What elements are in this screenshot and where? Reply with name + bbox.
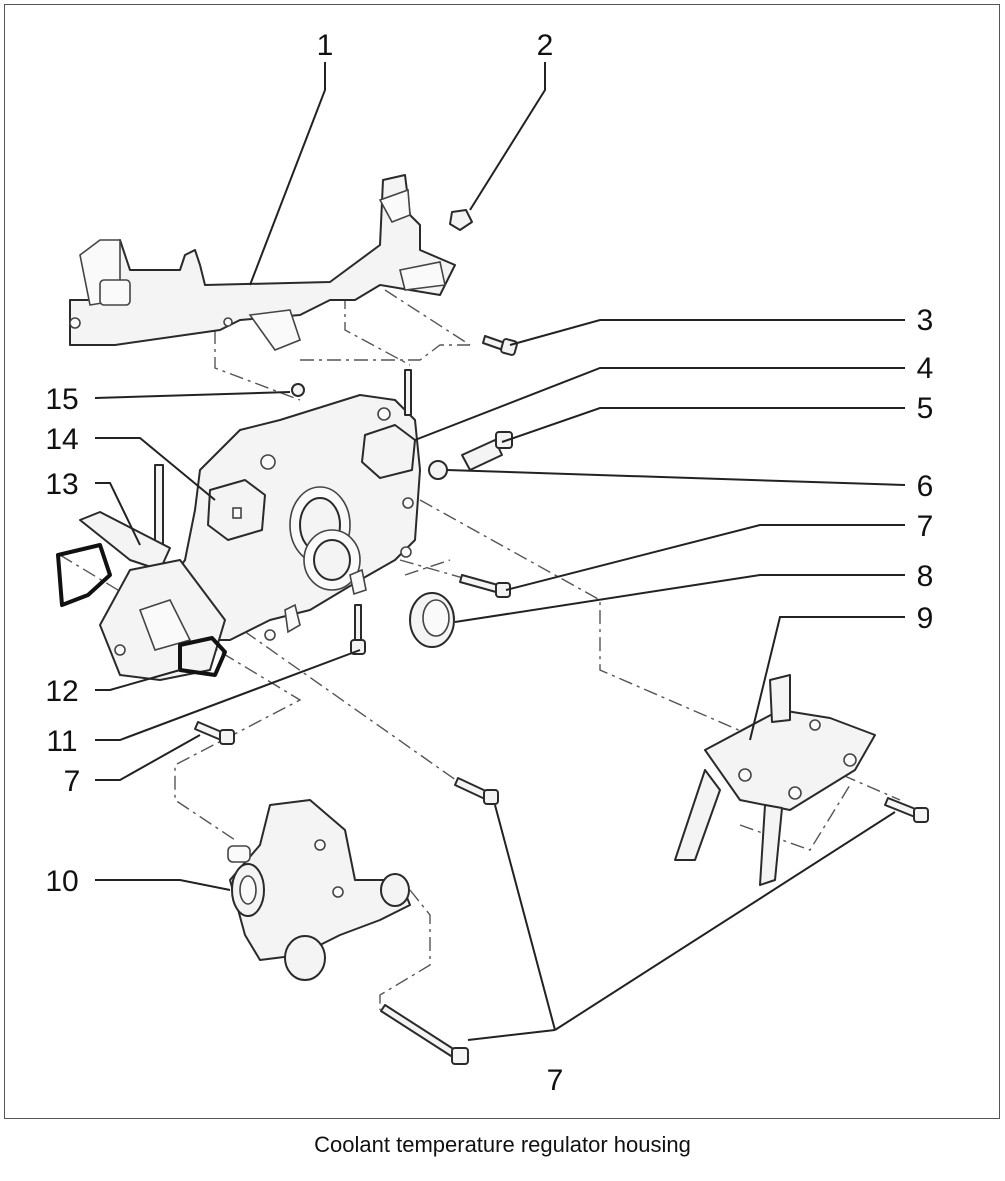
callout-12: 12 [45,675,78,708]
part-2-nut [449,209,473,231]
part-7-bolt-center [454,777,499,805]
callout-8: 8 [917,560,934,593]
part-13-stud [79,464,171,571]
callout-9: 9 [917,602,934,635]
part-7-bolt-long [380,1004,469,1065]
diagram-frame [4,4,1000,1119]
callout-labels: 1 2 3 4 5 6 7 8 9 10 11 12 13 14 15 7 7 [45,29,933,1097]
part-10-thermostat-housing [227,799,411,981]
leader-lines [94,62,906,1041]
part-14-sensor [207,479,266,541]
part-6-seal-ring [428,460,448,480]
part-7-bolt-left [194,721,235,745]
part-4-connector [361,369,416,479]
callout-10: 10 [45,865,78,898]
part-15-o-ring [291,383,305,397]
callout-3: 3 [917,304,934,337]
callout-1: 1 [317,29,334,62]
callout-2: 2 [537,29,554,62]
part-11-bolt [350,604,366,655]
part-8-seal [409,592,455,648]
callout-7-bottom: 7 [547,1064,564,1097]
callout-4: 4 [917,352,934,385]
callout-7-upper: 7 [917,510,934,543]
part-12-gasket-plate [99,559,226,681]
part-1-bracket [69,174,456,351]
callout-13: 13 [45,468,78,501]
callout-11: 11 [46,725,77,758]
callout-6: 6 [917,470,934,503]
callout-15: 15 [45,383,78,416]
seal-outlines [56,543,227,677]
part-7-bolt-right [884,797,929,823]
part-3-bolt [482,335,518,356]
diagram-caption: Coolant temperature regulator housing [314,1132,691,1157]
callout-5: 5 [917,392,934,425]
callout-7-left: 7 [64,765,81,798]
callout-14: 14 [45,423,78,456]
part-9-support-bracket [674,674,876,886]
part-7-bolt-upper [459,574,511,598]
part-5-sender [461,431,513,471]
